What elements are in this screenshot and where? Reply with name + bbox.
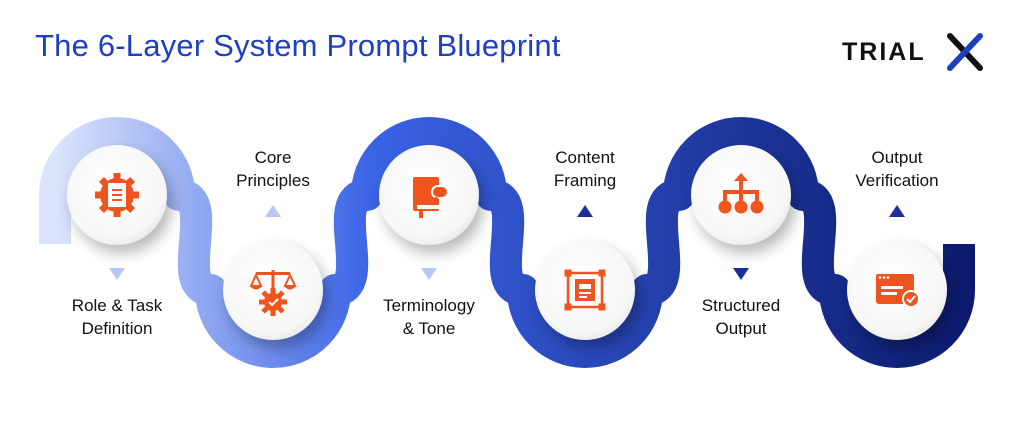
step-label-line: Verification bbox=[855, 171, 939, 190]
step-node bbox=[67, 145, 167, 245]
pointer-triangle bbox=[577, 205, 593, 217]
browser-check-icon bbox=[876, 274, 920, 308]
scales-gear-icon bbox=[249, 270, 297, 316]
step-node bbox=[691, 145, 791, 245]
pointer-triangle bbox=[109, 268, 125, 280]
step-node bbox=[535, 240, 635, 340]
page-title: The 6-Layer System Prompt Blueprint bbox=[35, 28, 561, 63]
step-label-line: Output bbox=[715, 319, 767, 338]
step-label-line: Core bbox=[254, 148, 292, 167]
step-node bbox=[223, 240, 323, 340]
step-label-line: Output bbox=[871, 148, 923, 167]
step-node bbox=[379, 145, 479, 245]
hierarchy-icon bbox=[718, 173, 764, 214]
svg-text:TRIAL: TRIAL bbox=[842, 38, 926, 66]
trialx-logo: TRIAL bbox=[838, 30, 988, 74]
book-speech-icon bbox=[413, 177, 449, 218]
step-label-line: Framing bbox=[553, 171, 617, 190]
step-label-line: Principles bbox=[236, 171, 310, 190]
pointer-triangle bbox=[265, 205, 281, 217]
step-label-line: Definition bbox=[81, 319, 153, 338]
pointer-triangle bbox=[733, 268, 749, 280]
pointer-triangle bbox=[421, 268, 437, 280]
step-node bbox=[847, 240, 947, 340]
framed-document-icon bbox=[564, 269, 606, 311]
step-label-line: Role & Task bbox=[71, 296, 163, 315]
step-label-line: Structured bbox=[701, 296, 781, 315]
step-label-line: Content bbox=[555, 148, 615, 167]
step-label-line: Terminology bbox=[383, 296, 475, 315]
step-label-line: & Tone bbox=[402, 319, 456, 338]
pointer-triangle bbox=[889, 205, 905, 217]
gear-document-icon bbox=[95, 173, 139, 217]
flow-band bbox=[39, 117, 975, 368]
step-label: Terminology & Tone bbox=[339, 294, 519, 340]
